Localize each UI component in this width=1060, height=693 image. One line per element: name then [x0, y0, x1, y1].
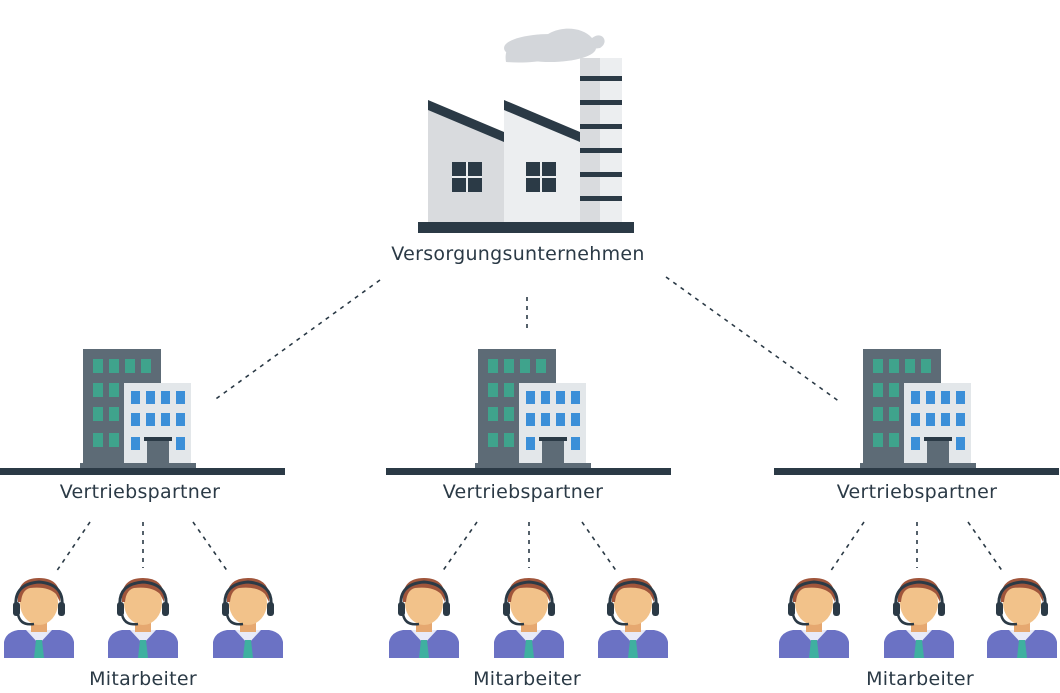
- call-center-agent-icon: [389, 578, 459, 658]
- call-center-agent-icon: [213, 578, 283, 658]
- call-center-agent-icon: [779, 578, 849, 658]
- root-label: Versorgungsunternehmen: [391, 243, 645, 265]
- call-center-agent-icon: [598, 578, 668, 658]
- staff-group-2: [389, 578, 668, 658]
- staff-group-1: [4, 578, 283, 658]
- connector-p2-staff-1: [441, 521, 478, 573]
- partner-label-1: Vertriebspartner: [59, 481, 221, 503]
- connector-p2-staff-3: [581, 521, 618, 573]
- staff-label-3: Mitarbeiter: [866, 668, 974, 690]
- office-building-icon: [0, 349, 285, 475]
- connector-root-partner-1: [212, 279, 381, 402]
- connector-p1-staff-1: [55, 521, 91, 573]
- connector-p1-staff-3: [192, 521, 229, 573]
- office-building-icon: [774, 349, 1059, 475]
- call-center-agent-icon: [4, 578, 74, 658]
- connector-p3-staff-3: [967, 521, 1004, 573]
- staff-group-3: [779, 578, 1057, 658]
- factory-icon: [418, 28, 634, 233]
- partner-label-2: Vertriebspartner: [442, 481, 604, 503]
- call-center-agent-icon: [494, 578, 564, 658]
- office-building-icon: [386, 349, 671, 475]
- call-center-agent-icon: [108, 578, 178, 658]
- connector-p3-staff-1: [829, 521, 865, 573]
- staff-label-2: Mitarbeiter: [473, 668, 581, 690]
- partner-label-3: Vertriebspartner: [836, 481, 998, 503]
- call-center-agent-icon: [987, 578, 1057, 658]
- call-center-agent-icon: [884, 578, 954, 658]
- staff-label-1: Mitarbeiter: [89, 668, 197, 690]
